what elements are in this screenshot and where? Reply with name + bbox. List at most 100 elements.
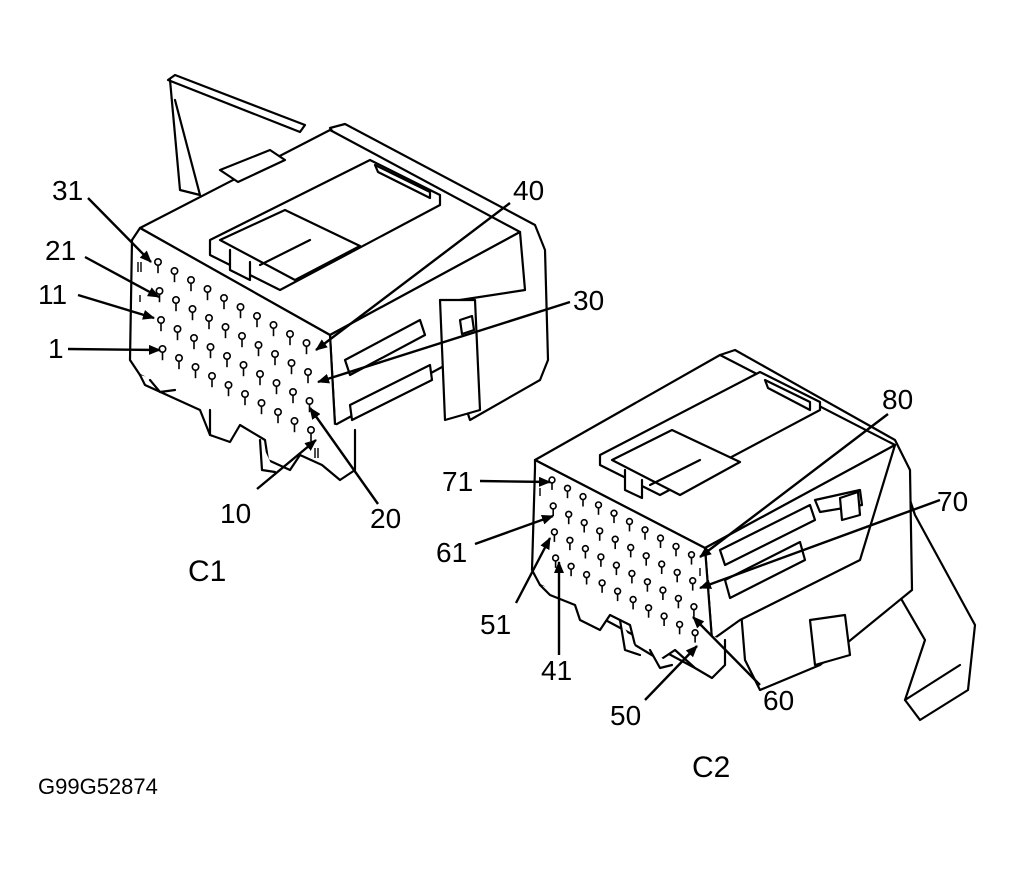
connector-pin	[643, 578, 652, 592]
connector-pin	[241, 389, 250, 406]
connector-pin	[610, 509, 618, 524]
connector-c1-name: C1	[188, 555, 227, 588]
connector-pin	[629, 595, 637, 610]
connector-pin	[288, 387, 297, 404]
connector-pin	[270, 349, 279, 366]
connector-pin	[687, 550, 696, 565]
c1-pin-label-11: 11	[38, 279, 68, 310]
connector-pin	[563, 484, 572, 499]
connector-pin	[302, 338, 311, 355]
connector-pin	[550, 528, 559, 542]
connector-pin	[254, 340, 263, 357]
connector-pin	[187, 275, 196, 292]
connector-pin	[656, 534, 665, 548]
connector-pin	[597, 553, 605, 567]
connector-pin	[255, 369, 264, 386]
connector-pin	[657, 560, 666, 574]
connector-pin	[567, 562, 575, 577]
connector-pin	[581, 544, 590, 559]
connector-pin	[644, 604, 653, 618]
connector-pin	[564, 510, 573, 525]
connector-pin	[303, 367, 312, 384]
c1-pin-label-10: 10	[220, 498, 252, 529]
c1-pin-label-31: 31	[52, 175, 84, 206]
connector-c2-body	[530, 348, 977, 722]
c1-pin-label-21: 21	[45, 235, 77, 266]
connector-pin	[290, 416, 299, 433]
connector-pin	[239, 360, 248, 377]
connector-c2-pin-grid	[548, 476, 699, 643]
connector-pin	[674, 594, 683, 609]
connector-pin	[257, 398, 266, 415]
c1-pin-label-1: 1	[48, 333, 64, 364]
connector-pin	[628, 569, 636, 584]
connector-pin	[641, 526, 649, 540]
connector-pin	[206, 342, 215, 359]
connector-pin	[238, 331, 247, 348]
connector-pin	[173, 324, 182, 341]
cavity-markings	[137, 262, 701, 576]
connector-c1-pin-grid	[154, 257, 315, 442]
c2-pin-label-41: 41	[541, 655, 573, 686]
c2-pin-label-50: 50	[610, 700, 642, 731]
c2-pin-label-70: 70	[937, 486, 969, 517]
connector-pin	[269, 320, 278, 337]
connector-pin	[157, 315, 166, 332]
figure-code: G99G52874	[38, 774, 158, 799]
c2-pin-label-71: 71	[442, 466, 474, 497]
connector-pin	[612, 561, 621, 576]
connector-pin	[205, 313, 214, 330]
connector-pin	[675, 620, 684, 635]
c2-pin-label-61: 61	[436, 537, 468, 568]
connector-pin	[191, 362, 200, 379]
connector-pin	[625, 517, 634, 532]
connector-c1-body	[128, 73, 550, 482]
connector-pin	[203, 284, 212, 301]
connector-pin	[223, 351, 232, 368]
connector-pin	[566, 536, 574, 551]
connector-pin	[642, 552, 650, 566]
connector-pin	[190, 333, 199, 350]
connector-pin	[660, 612, 668, 626]
connector-pin	[285, 329, 294, 346]
connector-pin	[221, 322, 230, 339]
c1-pin-label-30: 30	[573, 285, 605, 316]
connector-c2-name: C2	[692, 751, 731, 784]
connector-pin	[172, 295, 181, 312]
connector-pin	[175, 353, 184, 370]
connector-pin	[673, 568, 681, 583]
connector-pin	[598, 579, 606, 593]
connector-pin	[595, 527, 604, 541]
connector-pin	[287, 358, 296, 375]
connector-pin	[549, 502, 557, 516]
connector-pin	[236, 302, 245, 319]
connector-pin	[170, 266, 179, 283]
connector-pin	[220, 293, 229, 310]
connector-pin	[626, 543, 635, 558]
connector-pin	[273, 407, 282, 424]
pin-leader-arrows	[67, 197, 941, 701]
connector-pin	[224, 380, 233, 397]
connector-pin	[582, 570, 591, 585]
connector-pin	[688, 576, 697, 591]
connector-pin	[579, 492, 587, 507]
connector-pin	[154, 257, 163, 274]
connector-pin	[691, 628, 699, 643]
c2-pin-label-60: 60	[763, 685, 795, 716]
c1-pin-label-20: 20	[370, 503, 402, 534]
connector-pin	[611, 535, 619, 550]
connector-pin	[659, 586, 667, 600]
c2-pin-label-51: 51	[480, 609, 512, 640]
connector-pin	[613, 587, 622, 602]
connector-pin	[672, 542, 680, 557]
connector-pin	[594, 501, 603, 515]
c1-pin-label-40: 40	[513, 175, 545, 206]
connector-pin	[272, 378, 281, 395]
connector-pin	[188, 304, 197, 321]
connector-pin	[690, 602, 698, 617]
connector-pin	[253, 311, 262, 328]
connector-pin	[208, 371, 217, 388]
c2-pin-label-80: 80	[882, 384, 914, 415]
connector-pin	[580, 518, 588, 533]
